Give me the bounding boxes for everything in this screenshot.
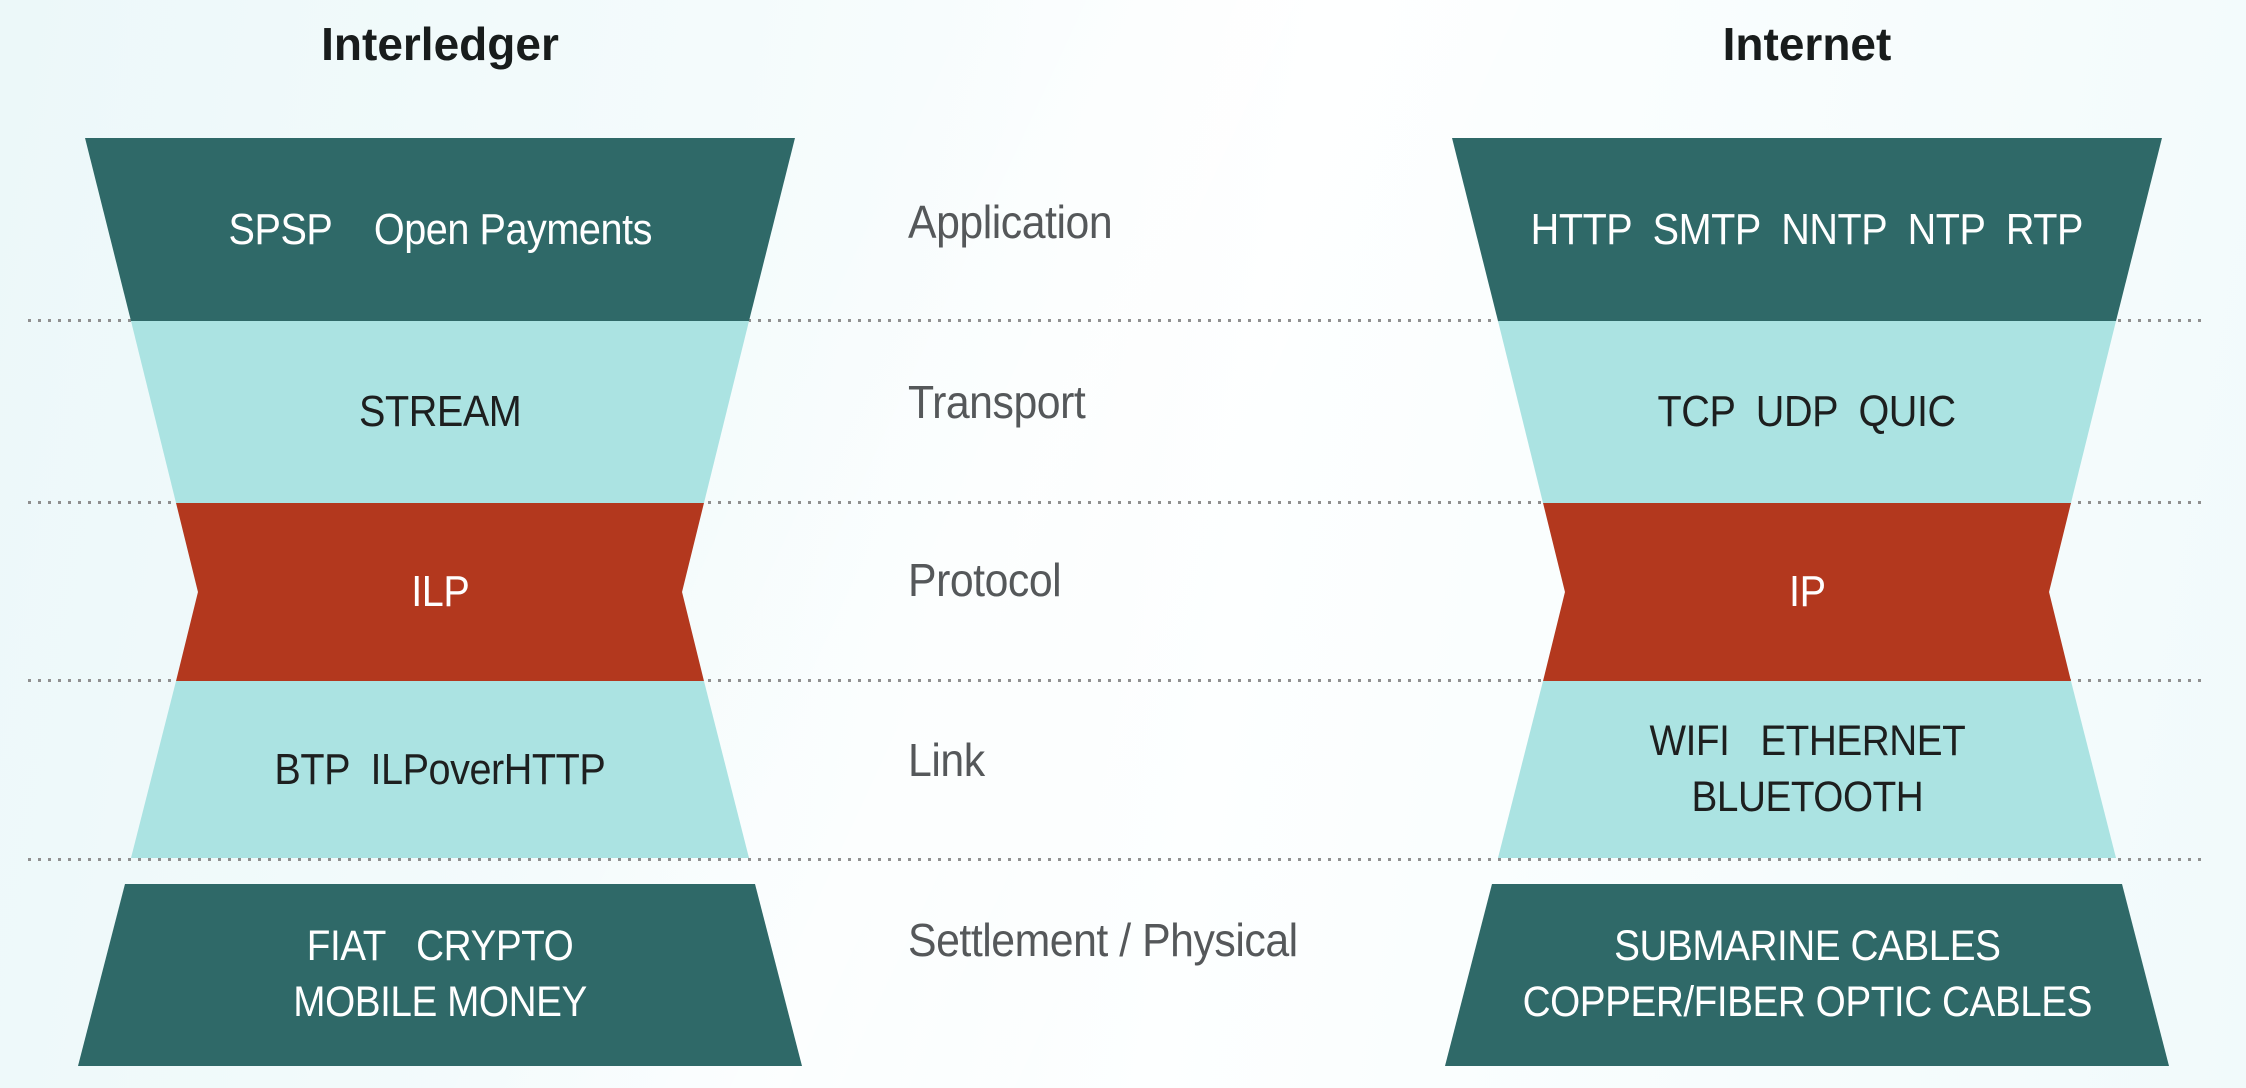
interledger-title: Interledger	[321, 18, 559, 70]
interledger-layer-protocol: ILP	[176, 503, 704, 681]
internet-settlement-label: SUBMARINE CABLES COPPER/FIBER OPTIC CABL…	[1522, 922, 2092, 1026]
internet-layer-application: HTTP SMTP NNTP NTP RTP	[1452, 138, 2162, 321]
internet-application-label: HTTP SMTP NNTP NTP RTP	[1530, 204, 2084, 254]
layer-name-link: Link	[908, 734, 985, 786]
interledger-protocol-label: ILP	[410, 567, 470, 617]
layer-name-transport: Transport	[908, 376, 1086, 428]
internet-title: Internet	[1722, 18, 1892, 70]
interledger-layer-settlement: FIAT CRYPTO MOBILE MONEY	[78, 884, 802, 1066]
layer-name-settlement-physical: Settlement / Physical	[908, 914, 1298, 966]
internet-link-label: WIFI ETHERNET BLUETOOTH	[1649, 716, 1965, 821]
interledger-application-label: SPSP Open Payments	[228, 204, 652, 254]
interledger-stack: SPSP Open Payments STREAM ILP BTP ILPove…	[78, 138, 802, 1066]
interledger-transport-label: STREAM	[358, 387, 522, 437]
internet-layer-link: WIFI ETHERNET BLUETOOTH	[1497, 681, 2117, 858]
internet-transport-label: TCP UDP QUIC	[1657, 387, 1957, 437]
interledger-layer-application: SPSP Open Payments	[85, 138, 795, 321]
layer-divider-dotted-line-2	[28, 501, 2208, 504]
internet-protocol-label: IP	[1788, 567, 1826, 617]
interledger-layer-link: BTP ILPoverHTTP	[130, 681, 750, 858]
interledger-layer-transport: STREAM	[130, 321, 750, 503]
internet-layer-transport: TCP UDP QUIC	[1497, 321, 2117, 503]
layer-divider-dotted-line-3	[28, 679, 2208, 682]
layer-divider-dotted-line-1	[28, 319, 2208, 322]
interledger-link-label: BTP ILPoverHTTP	[274, 744, 606, 794]
internet-stack: HTTP SMTP NNTP NTP RTP TCP UDP QUIC IP W…	[1445, 138, 2169, 1066]
interledger-settlement-label: FIAT CRYPTO MOBILE MONEY	[293, 922, 587, 1026]
layer-name-protocol: Protocol	[908, 554, 1062, 606]
internet-layer-protocol: IP	[1543, 503, 2071, 681]
layer-divider-dotted-line-4	[28, 858, 2208, 861]
layer-name-application: Application	[908, 196, 1113, 248]
internet-layer-settlement: SUBMARINE CABLES COPPER/FIBER OPTIC CABL…	[1445, 884, 2169, 1066]
